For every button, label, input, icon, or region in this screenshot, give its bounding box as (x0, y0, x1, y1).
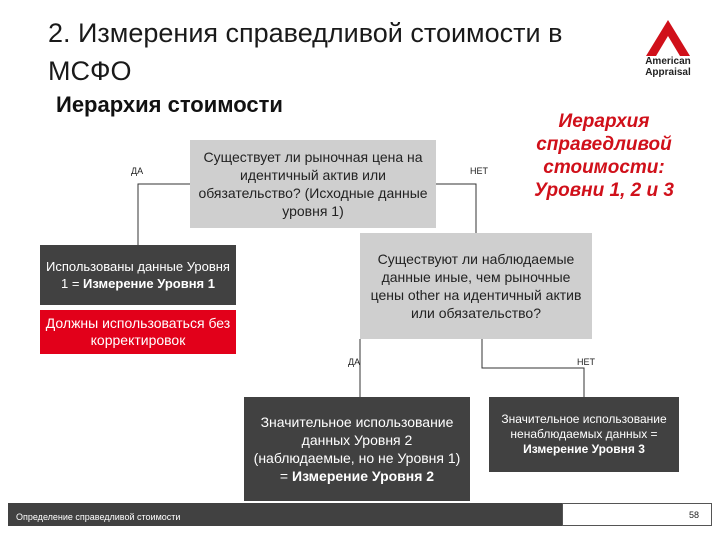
question-box-level2: Существуют ли наблюдаемые данные иные, ч… (360, 233, 592, 339)
level2-measure: Измерение Уровня 2 (292, 468, 435, 484)
level2-text: Значительное использование данных Уровня… (253, 414, 461, 484)
slide-subtitle: Иерархия стоимости (56, 92, 283, 117)
level1-note-box: Должны использоваться без корректировок (40, 310, 236, 354)
no-label-1: НЕТ (470, 166, 488, 176)
connector-no1 (436, 183, 477, 233)
page-number: 58 (562, 503, 712, 526)
level1-box: Использованы данные Уровня 1 = Измерение… (40, 245, 236, 305)
level1-measure: Измерение Уровня 1 (83, 276, 215, 291)
connector-yes1 (137, 183, 190, 245)
slide-title: 2. Измерения справедливой стоимости в МС… (48, 18, 563, 86)
connector-no2 (481, 339, 585, 397)
level3-box: Значительное использование ненаблюдаемых… (489, 397, 679, 472)
no-label-2: НЕТ (577, 357, 595, 367)
question-box-level1: Существует ли рыночная цена на идентичны… (190, 140, 436, 228)
level2-box: Значительное использование данных Уровня… (244, 397, 470, 501)
hierarchy-side-heading: Иерархия справедливой стоимости: Уровни … (534, 111, 674, 201)
level1-text: Использованы данные Уровня 1 = (46, 259, 230, 291)
american-appraisal-logo (646, 20, 690, 56)
footer-bar: Определение справедливой стоимости (8, 503, 562, 526)
level3-text: Значительное использование ненаблюдаемых… (501, 412, 667, 441)
level3-measure: Измерение Уровня 3 (523, 442, 645, 456)
yes-label-1: ДА (131, 166, 144, 176)
logo-wordmark: American Appraisal (645, 56, 691, 78)
yes-label-2: ДА (348, 357, 361, 367)
